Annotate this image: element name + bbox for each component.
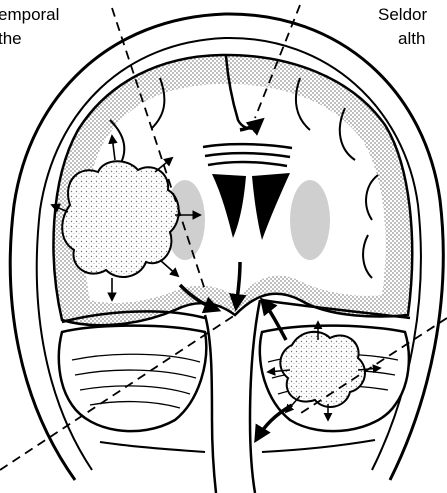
left-hemisphere-tumor [62, 161, 179, 277]
label-top-right-line2: alth [398, 29, 425, 49]
foramen-left [100, 442, 205, 452]
label-top-right-line1: Seldor [378, 5, 427, 25]
cerebellum-left [59, 326, 206, 432]
label-top-left-line2: the [0, 29, 22, 49]
foramen-right [262, 440, 375, 452]
label-top-left-line1: emporal [0, 5, 59, 25]
basal-ganglia-right [290, 180, 330, 260]
